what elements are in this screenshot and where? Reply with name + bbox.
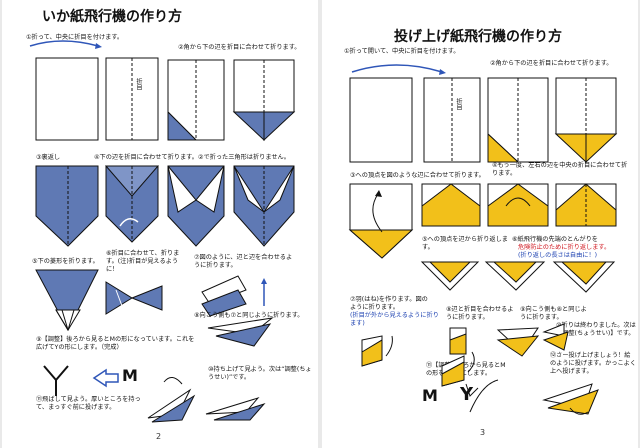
left-page-title: いか紙飛行機の作り方 — [42, 9, 182, 25]
right-page: 投げ上げ紙飛行機の作り方 ①折って開いて、中央に折目を付けます。 ②角から下の辺… — [322, 0, 638, 448]
left-step-2: ②角から下の辺を折目に合わせて折ります。 — [178, 44, 301, 51]
left-step-11: ⑪飛ばして見よう。厚いところを持って、まっすぐ前に投げます。 — [36, 396, 141, 411]
left-page-number: 2 — [156, 432, 162, 441]
left-step-7: ⑦図のように、辺と辺を合わせるように折ります。 — [194, 254, 293, 269]
right-step3-4-diagrams — [348, 183, 617, 259]
left-step-9: ⑨【調整】後ろから見るとMの形になっています。これを広げてYの形にします。（完成… — [36, 336, 195, 351]
right-note-red: 危険防止のために折り返します。 — [518, 244, 611, 251]
right-step-6: ⑥紙飛行機の先端のとんがりを — [512, 236, 598, 243]
right-letter-m: M — [422, 386, 438, 405]
left-page: いか紙飛行機の作り方 ①折って、中央に折目を付けます。 ②角から下の辺を折目に合… — [2, 0, 318, 448]
left-step-6: ⑥折目に合わせて、折ります。(注)折目が見えるように！ — [106, 250, 180, 273]
right-step-10: ⑩折りは終わりました。次は【調整(ちょうせい)】です。 — [556, 322, 636, 337]
left-step10-11-diagrams — [147, 377, 266, 423]
right-step-3: ③への頂点を図のような辺に合わせて折ります。 — [350, 172, 485, 179]
right-step7-9-diagrams — [361, 323, 569, 367]
right-fold-label: 折目 — [455, 98, 462, 111]
right-page-title: 投げ上げ紙飛行機の作り方 — [394, 29, 562, 45]
right-step-2: ②角から下の辺を折目に合わせて折ります。 — [490, 60, 613, 67]
left-step-10: ⑩持ち上げて見よう。次は“調整(ちょうせい)”です。 — [208, 366, 312, 381]
right-step11-12-diagrams — [441, 351, 599, 415]
right-step-4: ④もう一度、左右の辺を中央の折目に合わせて折ります。 — [492, 162, 628, 177]
left-step3-4-diagrams — [35, 165, 295, 247]
left-step5-8-diagrams — [35, 269, 274, 347]
right-step-1: ①折って開いて、中央に折目を付けます。 — [344, 48, 460, 55]
left-step-4: ④下の辺を折目に合わせて折ります。②で折った三角形は折りません。 — [94, 154, 290, 161]
left-step1-diagram — [29, 40, 159, 141]
right-note-blue-1: (折り返しの長さは自由に！) — [518, 252, 598, 259]
left-letter-m: M — [122, 366, 138, 385]
right-step-5: ⑤への頂点を辺から折り返します。 — [422, 236, 508, 251]
right-step-8: ⑧辺と折目を合わせるように折ります。 — [446, 306, 514, 321]
right-step1-2-diagrams — [349, 64, 618, 164]
left-step-8: ⑧向こう側も⑦と同じように折ります。 — [194, 312, 304, 319]
left-step-1: ①折って、中央に折目を付けます。 — [26, 34, 124, 41]
left-fold-label: 折目 — [135, 78, 142, 91]
right-step5-6-diagrams — [420, 261, 616, 293]
right-letter-y: Y — [460, 384, 474, 405]
left-step9-diagram — [43, 365, 119, 396]
right-step-7: ⑦羽(はね)を作ります。図のように折ります。 — [350, 296, 428, 311]
right-page-number: 3 — [480, 428, 486, 437]
right-step-12: ⑫さー投げ上げましょう！絵のように投げます。かっこよく上へ投げます。 — [550, 352, 637, 375]
left-step-5: ⑤下の菱形を折ります。 — [32, 258, 99, 265]
right-step-9: ⑨向こう側も⑧と同じように折ります。 — [520, 306, 587, 321]
left-step2-diagram — [167, 59, 296, 142]
right-note-blue-2: (折目が外から見えるように折ります) — [350, 312, 439, 327]
left-step-3: ③裏返し — [36, 154, 61, 161]
